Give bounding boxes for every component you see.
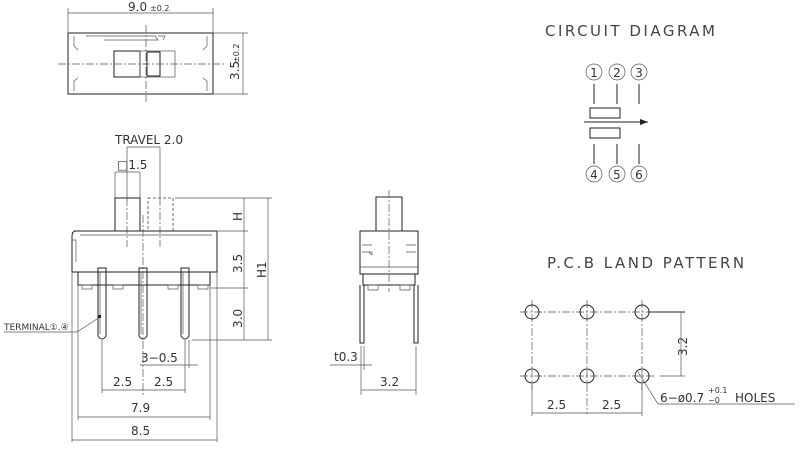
- holes-prefix: 6−ø0.7: [660, 391, 704, 405]
- circuit-title: CIRCUIT DIAGRAM: [545, 22, 718, 40]
- pin-1: 1: [590, 66, 598, 80]
- h-dim: H: [231, 212, 245, 221]
- pin-span-dim: 3.2: [380, 375, 399, 389]
- side-view: t0.3 3.2: [330, 190, 419, 395]
- top-width-tol: ±0.2: [150, 4, 169, 13]
- pins: [97, 267, 190, 340]
- pin-2: 2: [613, 66, 621, 80]
- top-width-dim: 9.0: [128, 0, 147, 14]
- h1-dim: H1: [255, 261, 269, 278]
- actuator-size-label: □1.5: [117, 158, 147, 172]
- thickness-dim: t0.3: [334, 350, 358, 364]
- front-view: TRAVEL 2.0 □1.5 7.9 8.5 2.5 2.5 3−0.5 H …: [3, 133, 272, 442]
- top-view: 9.0 ±0.2 3.5 ±0.2: [58, 0, 248, 102]
- holes-tol-plus: +0.1: [708, 386, 727, 395]
- pcb-title: P.C.B LAND PATTERN: [547, 254, 747, 272]
- holes-suffix: HOLES: [735, 391, 775, 405]
- pin-length-dim: 3.0: [231, 309, 245, 328]
- pin-4: 4: [590, 168, 598, 182]
- travel-label: TRAVEL 2.0: [114, 133, 183, 147]
- pcb-pitch-right: 2.5: [602, 398, 621, 412]
- circuit-diagram: CIRCUIT DIAGRAM 1 2 3 4 5 6: [545, 22, 718, 183]
- terminal-label: TERMINAL①.④: [3, 323, 69, 333]
- pcb-land-pattern: P.C.B LAND PATTERN 3.2 2.5 2.5 6−ø0.7 +0…: [520, 254, 795, 416]
- pcb-pitch-left: 2.5: [547, 398, 566, 412]
- body-height-dim: 3.5: [231, 254, 245, 273]
- base-width-dim: 7.9: [131, 401, 150, 415]
- pin-width-dim: 3−0.5: [141, 351, 178, 365]
- pitch-left-dim: 2.5: [113, 375, 132, 389]
- top-height-dim: 3.5: [228, 61, 242, 80]
- row-spacing-dim: 3.2: [676, 337, 690, 356]
- pin-5: 5: [613, 168, 621, 182]
- body-width-dim: 8.5: [131, 424, 150, 438]
- pin-6: 6: [635, 168, 643, 182]
- pitch-right-dim: 2.5: [154, 375, 173, 389]
- holes-tol-minus: −0: [708, 396, 720, 405]
- pin-3: 3: [635, 66, 643, 80]
- top-height-tol: ±0.2: [232, 44, 241, 63]
